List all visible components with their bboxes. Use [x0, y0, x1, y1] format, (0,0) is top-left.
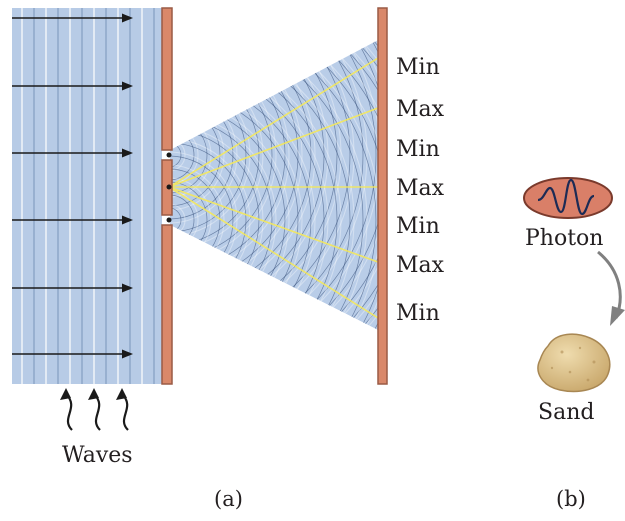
screen-label-min-3: Min: [396, 214, 440, 239]
slit-bottom-point: [166, 217, 172, 223]
double-slit-barrier: [161, 7, 173, 385]
wavefront-arc: [170, 40, 377, 330]
bright-fringe-line: [170, 186, 378, 319]
screen-label-min-1: Min: [396, 55, 440, 80]
bright-fringe-line: [170, 107, 378, 188]
waves-pointer-arrows: [60, 388, 129, 431]
panel-b: Photon Sand (b): [523, 177, 625, 511]
sand-texture: [550, 346, 596, 382]
arrowhead-icon: [610, 306, 625, 326]
slit-top-point: [166, 152, 172, 158]
waves-label: Waves: [62, 443, 133, 468]
barrier-lower: [161, 224, 173, 385]
incident-wave-field: [12, 8, 162, 384]
panel-a: Min Max Min Max Min Max Min Waves (a): [12, 7, 445, 511]
propagation-arrow: [12, 283, 133, 293]
detection-screen: [377, 7, 388, 385]
wavefront-arc: [170, 40, 377, 330]
propagation-arrow: [12, 148, 133, 158]
photon-icon: [523, 177, 613, 219]
plane-wavefronts: [21, 8, 155, 384]
screen-label-max-3: Max: [396, 253, 445, 278]
slit-center-point: [166, 184, 172, 190]
screen-label-max-2: Max: [396, 176, 445, 201]
propagation-arrow: [12, 349, 133, 359]
propagation-arrow: [12, 215, 133, 225]
photon-wave-packet: [537, 178, 595, 216]
wavefront-arc-light: [170, 40, 368, 330]
screen-label-max-1: Max: [396, 97, 445, 122]
screen-labels: Min Max Min Max Min Max Min: [396, 55, 445, 326]
sand-grain-icon: [537, 333, 611, 393]
caption-a: (a): [214, 487, 243, 511]
bright-fringe-lines: [170, 57, 378, 319]
bright-fringe-line: [170, 186, 378, 263]
screen-label-min-2: Min: [396, 137, 440, 162]
barrier-upper: [161, 7, 173, 151]
propagation-arrows: [12, 13, 133, 359]
diffraction-fan: [170, 40, 378, 330]
screen-label-min-4: Min: [396, 301, 440, 326]
caption-b: (b): [556, 487, 586, 511]
bright-fringe-line: [170, 57, 378, 188]
sand-label: Sand: [538, 400, 594, 425]
propagation-arrow: [12, 81, 133, 91]
propagation-arrow: [12, 13, 133, 23]
photon-label: Photon: [525, 226, 603, 251]
